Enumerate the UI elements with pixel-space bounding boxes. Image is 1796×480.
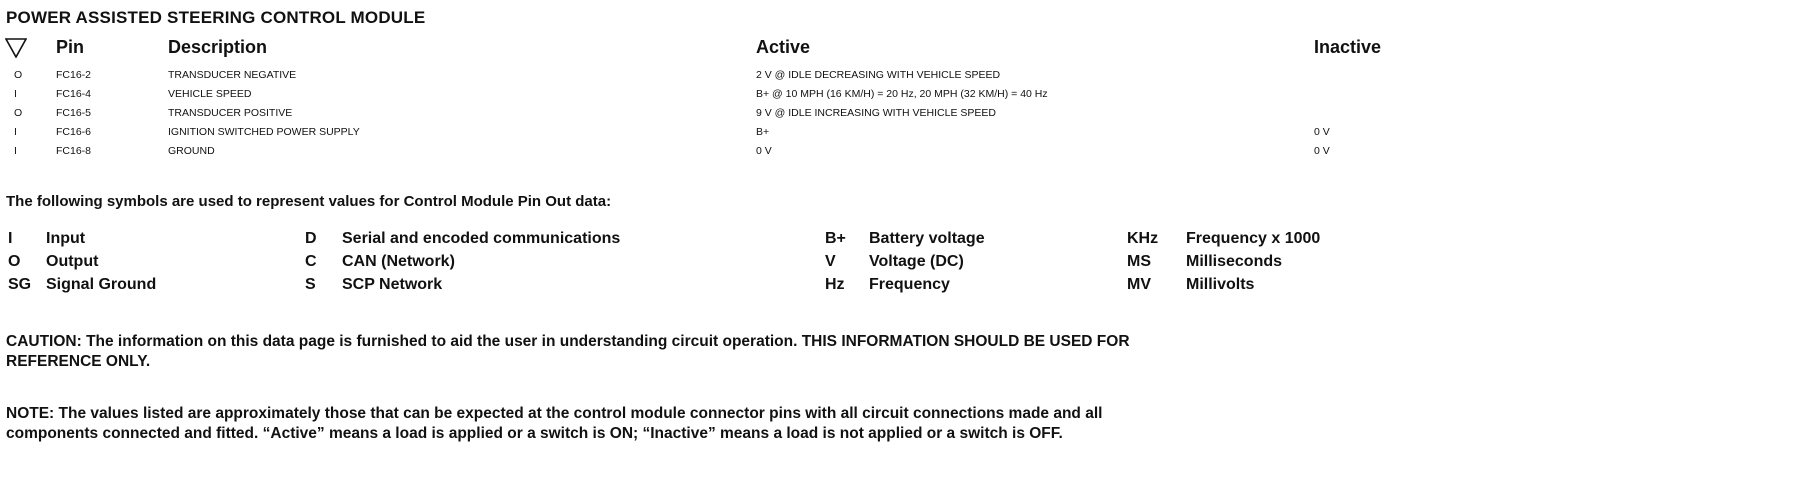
legend-code: SG [8,276,32,293]
legend-meaning: Milliseconds [1186,253,1283,270]
io-type: I [14,145,17,157]
legend-meaning: Frequency x 1000 [1186,230,1321,247]
io-type: O [14,69,23,81]
pin-id: FC16-5 [56,107,92,119]
header-description: Description [168,37,268,57]
header-inactive: Inactive [1314,37,1382,57]
legend-meaning: Millivolts [1186,276,1255,293]
pin-id: FC16-6 [56,126,92,138]
legend-code: C [305,253,317,270]
note-text: NOTE: The values listed are approximatel… [6,404,1792,444]
legend-intro: The following symbols are used to repres… [6,193,612,210]
active-value: 2 V @ IDLE DECREASING WITH VEHICLE SPEED [756,69,1001,81]
legend-code: MV [1127,276,1151,293]
note-line: components connected and fitted. “Active… [6,425,1063,442]
table-row: O FC16-2 TRANSDUCER NEGATIVE 2 V @ IDLE … [0,69,1796,88]
active-value: B+ [756,126,770,138]
legend-code: S [305,276,316,293]
legend-code: B+ [825,230,846,247]
caution-line: REFERENCE ONLY. [6,353,151,370]
note-line: NOTE: The values listed are approximatel… [6,405,1103,422]
pin-description: TRANSDUCER POSITIVE [168,107,293,119]
legend-code: O [8,253,21,270]
legend-code: MS [1127,253,1151,270]
legend-meaning: Input [46,230,86,247]
legend-code: I [8,230,13,247]
caution-text: CAUTION: The information on this data pa… [6,332,1792,372]
legend-code: Hz [825,276,845,293]
io-type: O [14,107,23,119]
legend-meaning: CAN (Network) [342,253,455,270]
pin-description: TRANSDUCER NEGATIVE [168,69,297,81]
legend-meaning: Signal Ground [46,276,157,293]
legend-code: KHz [1127,230,1159,247]
io-type: I [14,126,17,138]
header-active: Active [756,37,811,57]
legend-meaning: Battery voltage [869,230,985,247]
io-type: I [14,88,17,100]
table-row: I FC16-4 VEHICLE SPEED B+ @ 10 MPH (16 K… [0,88,1796,107]
legend-code: D [305,230,317,247]
page-title: POWER ASSISTED STEERING CONTROL MODULE [6,8,426,27]
active-value: B+ @ 10 MPH (16 KM/H) = 20 Hz, 20 MPH (3… [756,88,1048,100]
active-value: 0 V [756,145,772,157]
pin-id: FC16-2 [56,69,92,81]
table-row: I FC16-6 IGNITION SWITCHED POWER SUPPLY … [0,126,1796,145]
active-value: 9 V @ IDLE INCREASING WITH VEHICLE SPEED [756,107,996,119]
pin-description: GROUND [168,145,215,157]
legend-meaning: Serial and encoded communications [342,230,621,247]
pin-id: FC16-4 [56,88,92,100]
inactive-value: 0 V [1314,145,1330,157]
header-pin: Pin [56,37,85,57]
legend-meaning: SCP Network [342,276,443,293]
inactive-value: 0 V [1314,126,1330,138]
legend-meaning: Output [46,253,99,270]
pin-description: IGNITION SWITCHED POWER SUPPLY [168,126,360,138]
legend-meaning: Frequency [869,276,950,293]
table-row: I FC16-8 GROUND 0 V 0 V [0,145,1796,164]
pin-id: FC16-8 [56,145,92,157]
legend-meaning: Voltage (DC) [869,253,964,270]
triangle-down-icon [5,38,27,58]
caution-line: CAUTION: The information on this data pa… [6,333,1130,350]
table-row: O FC16-5 TRANSDUCER POSITIVE 9 V @ IDLE … [0,107,1796,126]
legend-code: V [825,253,836,270]
pin-description: VEHICLE SPEED [168,88,252,100]
